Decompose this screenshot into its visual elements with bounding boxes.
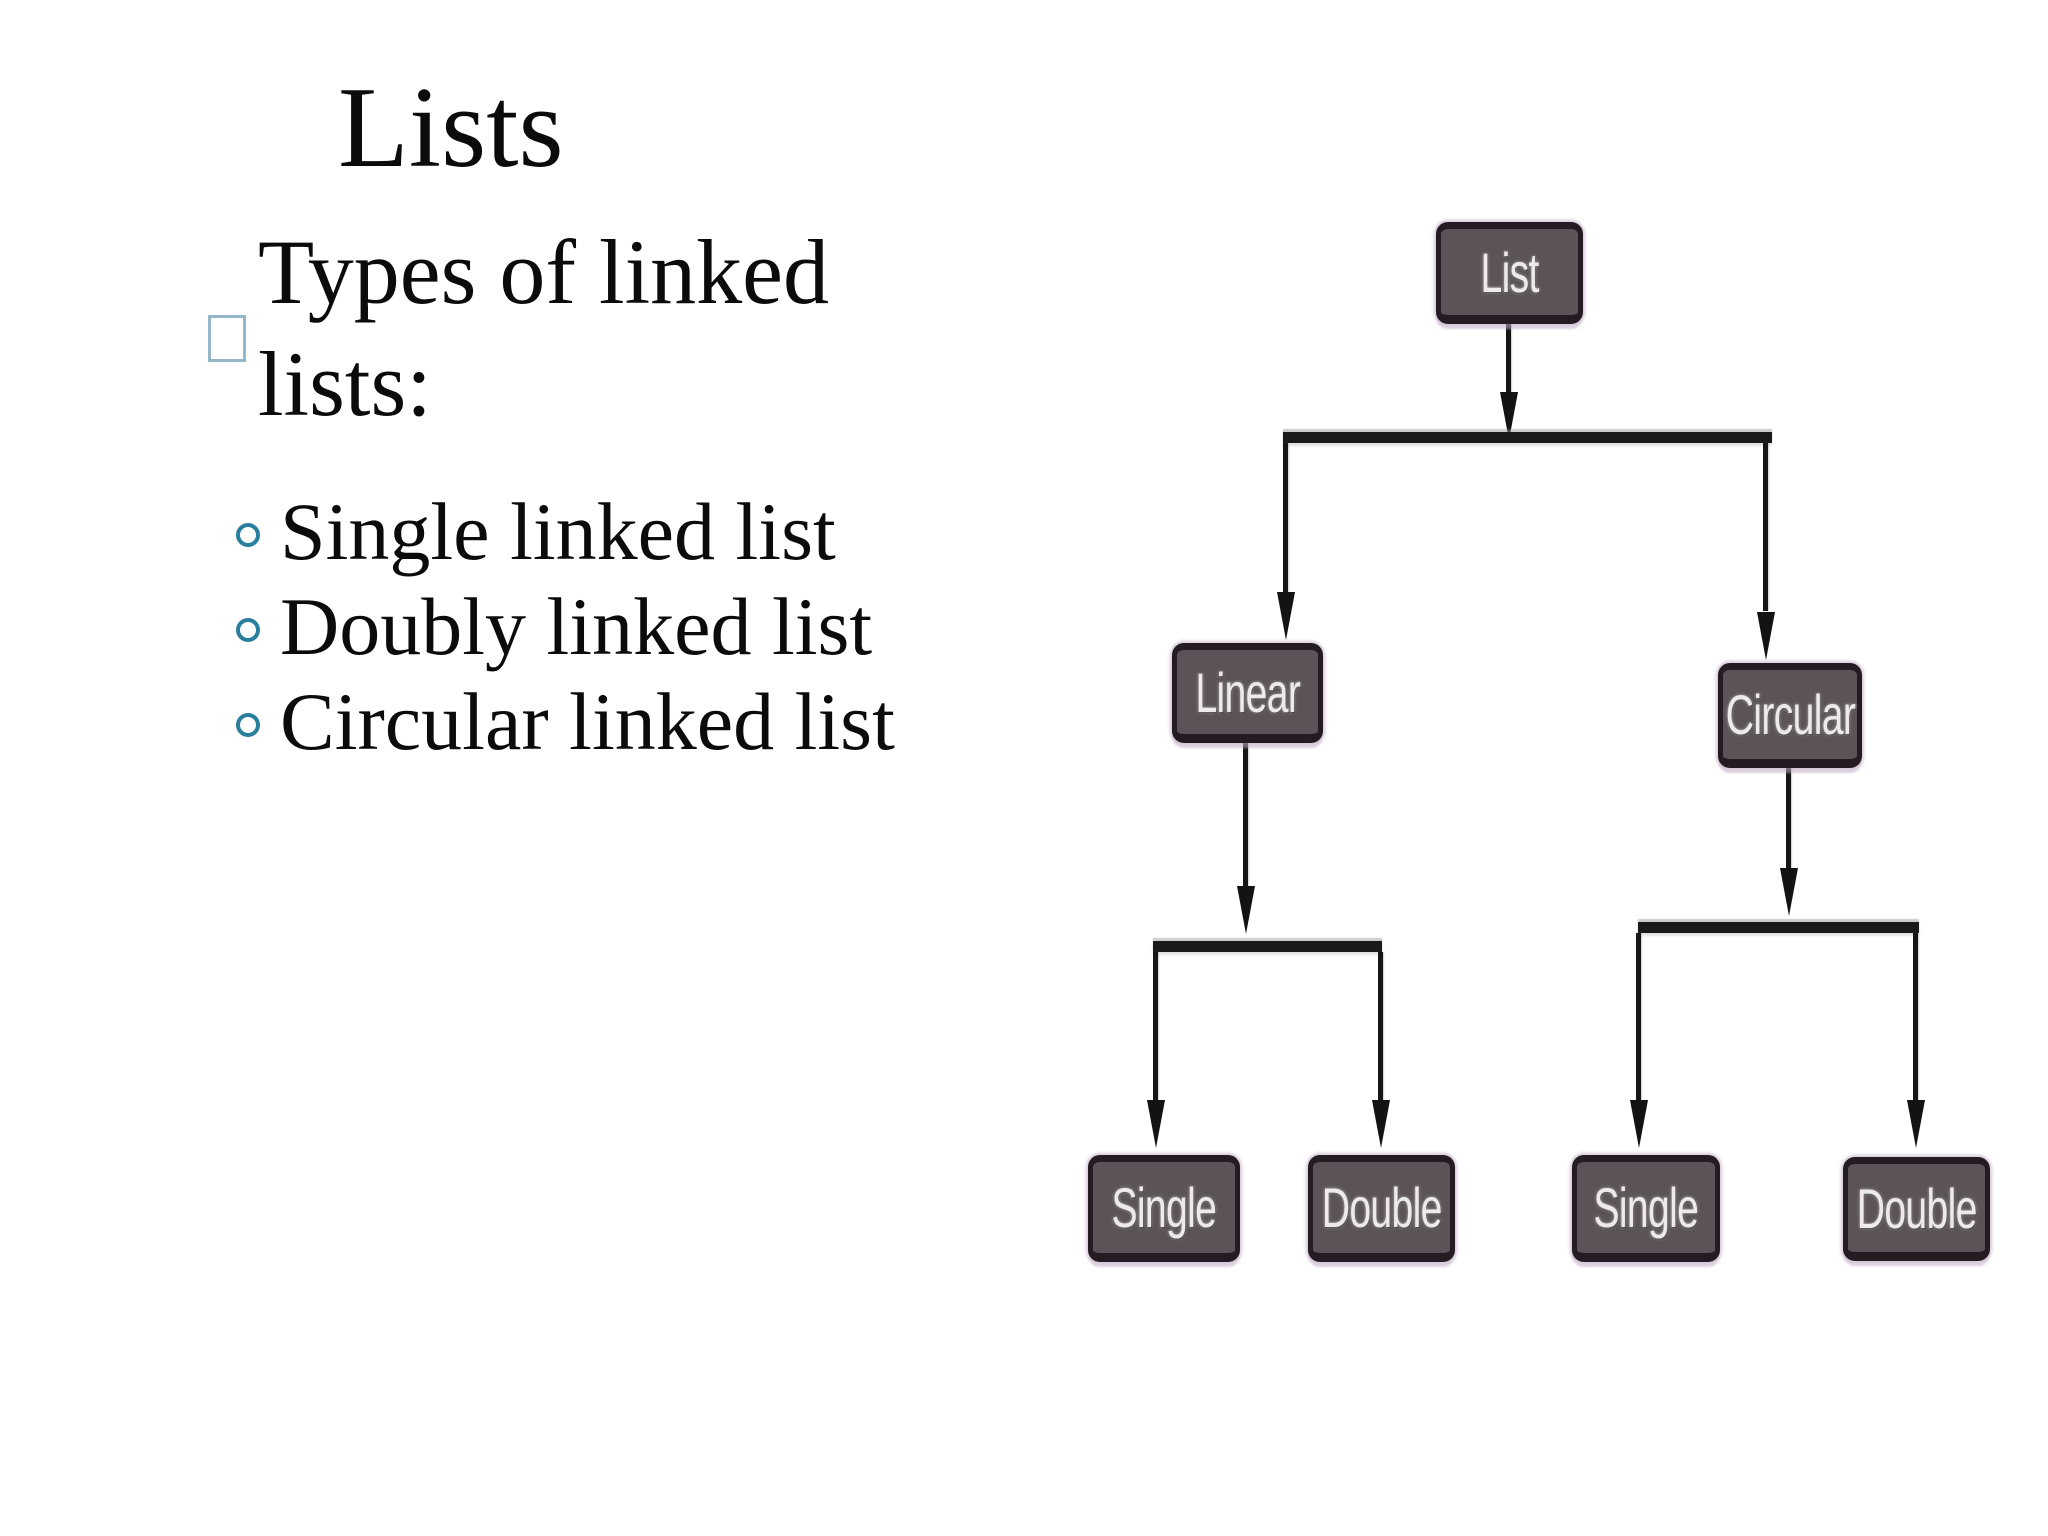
sub-bullet-list: Single linked list Doubly linked list Ci…	[236, 484, 1136, 769]
tree-node-circular-double: Double	[1843, 1157, 1990, 1261]
tree-node-circular: Circular	[1718, 663, 1862, 768]
tree-node-label: Single	[1593, 1176, 1699, 1239]
arrow-down-icon	[1277, 592, 1295, 640]
list-item: Doubly linked list	[236, 579, 1136, 674]
edge-to-linear-single	[1153, 952, 1158, 1100]
tree-node-circular-single: Single	[1572, 1155, 1720, 1262]
tree-node-label: Double	[1856, 1176, 1977, 1240]
edge-to-circular	[1763, 443, 1768, 611]
arrow-down-icon	[1500, 392, 1518, 440]
arrow-down-icon	[1757, 612, 1775, 660]
tree-node-label: Single	[1111, 1176, 1217, 1239]
arrow-down-icon	[1147, 1100, 1165, 1148]
page-title: Lists	[338, 64, 564, 192]
tree-node-list: List	[1436, 222, 1583, 324]
list-item: Circular linked list	[236, 674, 1136, 769]
arrow-down-icon	[1372, 1100, 1390, 1148]
tree-node-label: Double	[1321, 1176, 1442, 1239]
edge-to-circular-single	[1636, 933, 1641, 1100]
circle-bullet-icon	[236, 617, 260, 642]
sub-bullet-text: Circular linked list	[280, 676, 895, 767]
tree-node-linear-single: Single	[1088, 1155, 1240, 1262]
arrow-down-icon	[1237, 886, 1255, 934]
tree-node-label: Linear	[1195, 660, 1300, 724]
list-item: Single linked list	[236, 484, 1136, 579]
edge-circular-stem	[1786, 766, 1791, 872]
arrow-down-icon	[1780, 868, 1798, 916]
square-bullet-icon	[208, 315, 246, 362]
tree-node-linear: Linear	[1172, 643, 1323, 743]
sub-bullet-text: Doubly linked list	[280, 581, 873, 672]
edge-level1-bar	[1283, 432, 1772, 443]
arrow-down-icon	[1630, 1100, 1648, 1148]
arrow-down-icon	[1907, 1100, 1925, 1148]
circle-bullet-icon	[236, 522, 260, 547]
tree-node-label: Circular	[1725, 683, 1855, 746]
tree-node-linear-double: Double	[1308, 1155, 1455, 1262]
edge-to-linear	[1283, 443, 1288, 593]
edge-linear-stem	[1243, 741, 1248, 889]
edge-to-circular-double	[1913, 933, 1918, 1100]
edge-list-stem	[1506, 322, 1511, 400]
tree-node-label: List	[1480, 240, 1539, 304]
main-bullet-text: Types of linked lists:	[258, 221, 830, 435]
edge-to-linear-double	[1378, 952, 1383, 1100]
edge-linear-bar	[1153, 941, 1382, 952]
edge-circular-bar	[1638, 922, 1919, 933]
sub-bullet-text: Single linked list	[280, 486, 836, 577]
circle-bullet-icon	[236, 712, 260, 737]
